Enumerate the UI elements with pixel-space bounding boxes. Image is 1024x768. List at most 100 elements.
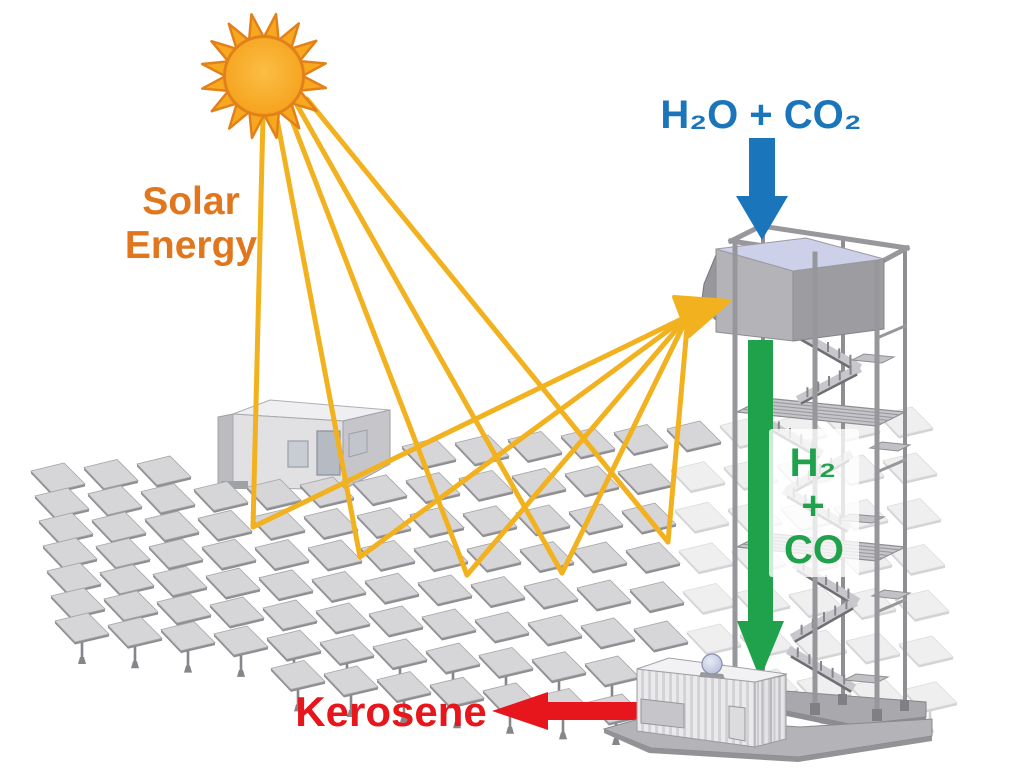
fuel-plant-container bbox=[602, 653, 933, 762]
sun-ray bbox=[273, 111, 363, 560]
heliostat bbox=[311, 571, 367, 603]
syngas-label-plus: + bbox=[801, 484, 824, 528]
heliostat bbox=[87, 485, 143, 518]
building-step bbox=[221, 481, 248, 489]
heliostat bbox=[527, 614, 583, 647]
heliostat bbox=[50, 587, 106, 620]
heliostat bbox=[792, 629, 848, 662]
heliostat bbox=[30, 462, 86, 495]
heliostat bbox=[617, 463, 673, 496]
sun-disc bbox=[223, 35, 305, 117]
heliostat bbox=[670, 461, 726, 494]
stair-flight bbox=[789, 597, 859, 643]
heliostat bbox=[201, 538, 257, 571]
reflected-ray bbox=[464, 313, 691, 578]
heliostat bbox=[413, 540, 469, 573]
stair-flight bbox=[795, 363, 863, 405]
container-pad-edge bbox=[604, 729, 932, 762]
building-side-window bbox=[348, 429, 368, 458]
building-window bbox=[287, 440, 309, 468]
heliostat bbox=[270, 659, 326, 712]
heliostat bbox=[246, 478, 302, 511]
syngas-label-co: CO bbox=[784, 528, 844, 572]
reflected-ray bbox=[250, 313, 691, 530]
heliostat bbox=[107, 616, 163, 669]
concentrated-beam bbox=[672, 295, 731, 338]
heliostat bbox=[99, 564, 155, 597]
stair-landing bbox=[870, 589, 912, 600]
heliostat bbox=[674, 501, 730, 534]
heliostat bbox=[160, 621, 216, 673]
reflected-ray bbox=[665, 313, 691, 545]
heliostat bbox=[682, 582, 738, 615]
solar-rays bbox=[250, 96, 691, 578]
stair-flight bbox=[785, 645, 857, 693]
receiver-top-face bbox=[715, 237, 885, 272]
heliostat bbox=[42, 537, 98, 570]
heliostat bbox=[633, 620, 689, 653]
feedstock-arrow bbox=[736, 138, 788, 240]
syngas-arrow bbox=[737, 340, 784, 679]
syngas-label-h2: H₂ bbox=[790, 441, 837, 485]
heliostat bbox=[258, 569, 314, 602]
heliostat bbox=[462, 505, 518, 538]
container-dome-collar bbox=[699, 672, 725, 679]
heliostat bbox=[54, 612, 110, 664]
heliostat bbox=[629, 581, 685, 614]
heliostat bbox=[307, 539, 363, 572]
container-small-door bbox=[728, 705, 746, 742]
heliostat bbox=[103, 590, 159, 623]
heliostat bbox=[421, 608, 477, 641]
heliostat bbox=[144, 510, 200, 543]
syngas-label-panel bbox=[769, 429, 859, 577]
sun-ray bbox=[294, 102, 565, 576]
heliostat bbox=[523, 577, 579, 610]
heliostat bbox=[148, 538, 204, 571]
heliostat bbox=[209, 596, 265, 629]
heliostat bbox=[886, 498, 942, 531]
heliostat bbox=[193, 480, 249, 513]
reflected-ray bbox=[559, 313, 691, 576]
heliostat bbox=[34, 487, 90, 520]
heliostat bbox=[315, 602, 371, 635]
feedstock-label: H₂O + CO₂ bbox=[660, 93, 861, 137]
container-dome bbox=[701, 653, 723, 675]
heliostat bbox=[368, 605, 424, 638]
heliostat bbox=[425, 642, 481, 695]
tower-side-rails bbox=[875, 324, 907, 614]
heliostat bbox=[894, 589, 950, 622]
heliostat bbox=[156, 593, 212, 626]
heliostat bbox=[845, 632, 901, 665]
heliostat bbox=[580, 617, 636, 650]
heliostat bbox=[882, 452, 938, 485]
heliostat bbox=[678, 542, 734, 575]
sun-ray bbox=[304, 96, 671, 545]
heliostat bbox=[507, 431, 563, 463]
heliostat bbox=[136, 455, 192, 488]
heliostat bbox=[898, 635, 954, 668]
heliostat bbox=[470, 576, 526, 609]
heliostat bbox=[576, 579, 632, 612]
heliostat bbox=[360, 539, 416, 572]
heliostat bbox=[572, 541, 628, 574]
heliostat bbox=[83, 459, 139, 491]
sun-icon bbox=[200, 12, 328, 140]
heliostat bbox=[352, 474, 408, 507]
solar-energy-label-line1: Solar bbox=[142, 180, 240, 223]
sun-ray bbox=[285, 107, 470, 578]
heliostat bbox=[323, 665, 379, 717]
heliostat bbox=[262, 599, 318, 632]
heliostat bbox=[511, 467, 567, 500]
heliostat bbox=[364, 572, 420, 605]
heliostat bbox=[38, 512, 94, 545]
heliostat bbox=[254, 539, 310, 572]
heliostat bbox=[197, 509, 253, 542]
heliostat bbox=[458, 469, 514, 502]
heliostat bbox=[429, 676, 485, 729]
heliostat bbox=[213, 625, 269, 677]
solar-tower bbox=[700, 222, 927, 730]
product-label: Kerosene bbox=[295, 688, 486, 735]
heliostat bbox=[519, 541, 575, 574]
